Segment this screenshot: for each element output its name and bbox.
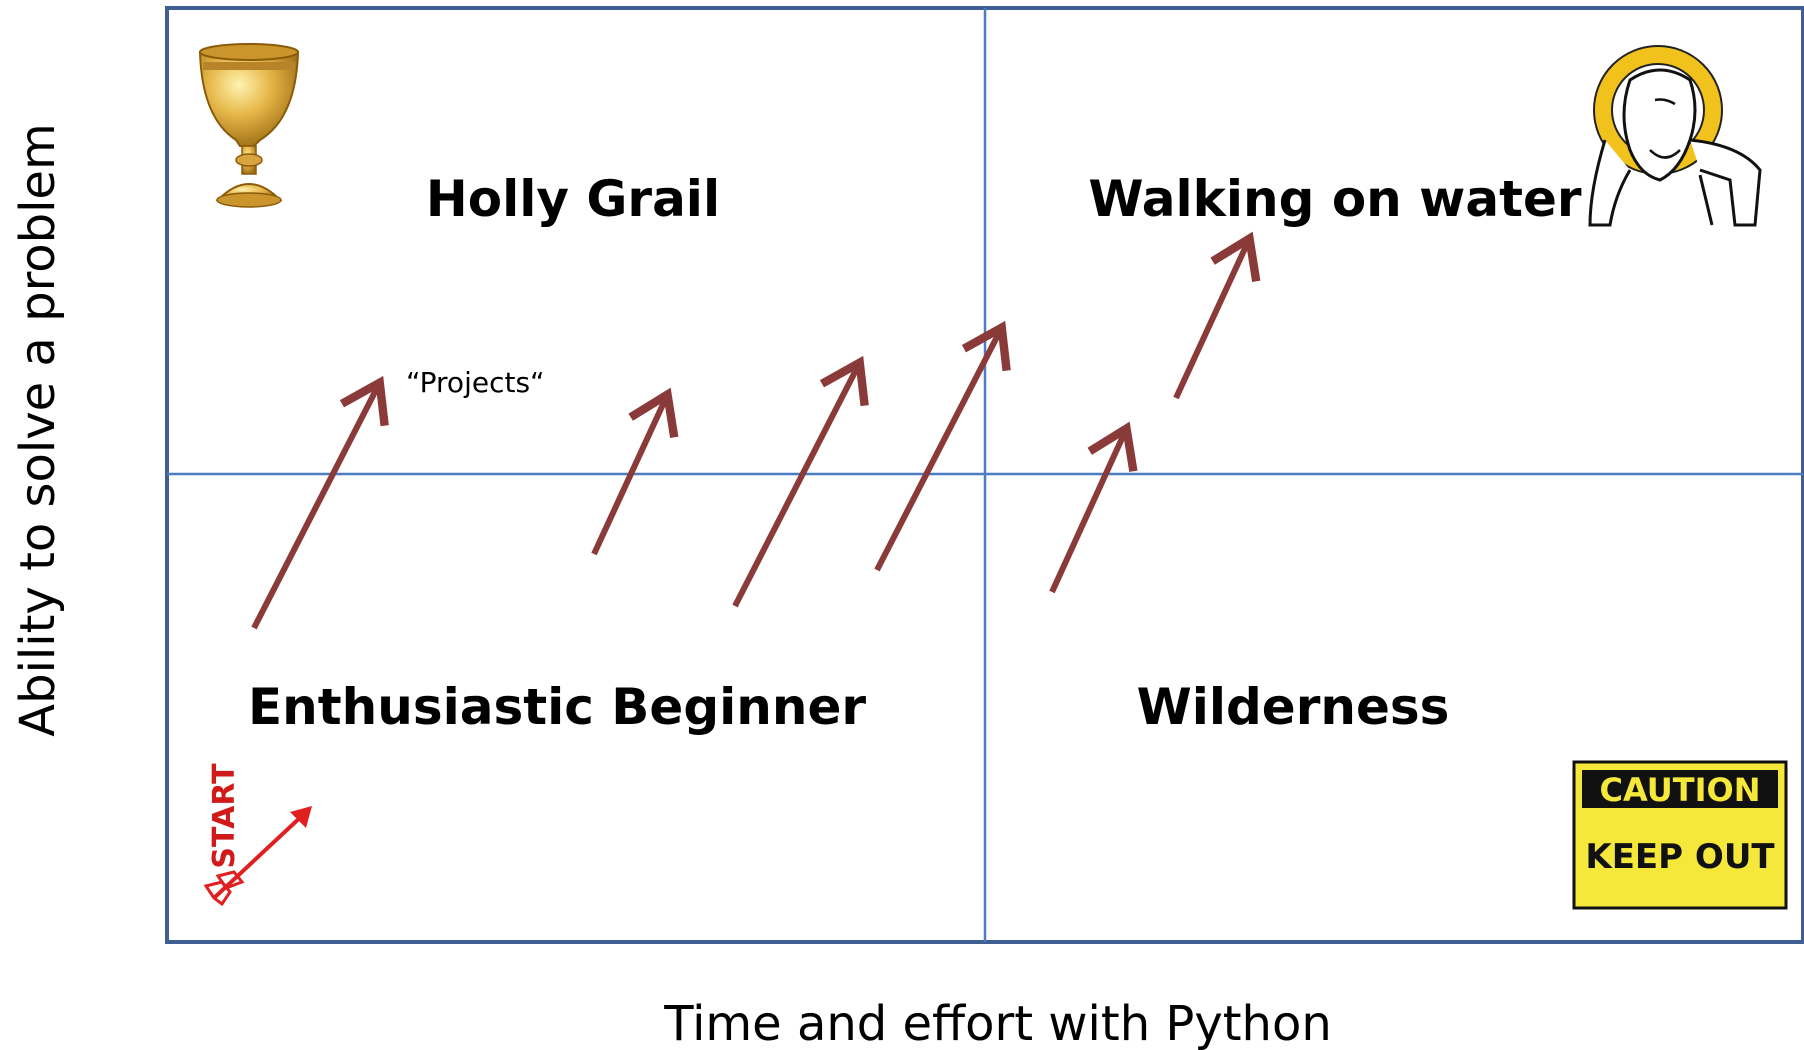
quadrant-label-bottom-left: Enthusiastic Beginner [248,678,866,736]
start-arrow-icon: START [203,763,312,907]
x-axis-label: Time and effort with Python [663,996,1332,1050]
caution-sign-line1: CAUTION [1600,771,1761,809]
progress-arrow [251,375,389,630]
progress-arrow [1173,231,1261,400]
progress-arrows [251,231,1261,630]
haloed-figure-icon [1588,45,1762,227]
caution-sign-icon: CAUTION KEEP OUT [1572,760,1788,910]
progress-arrow [591,387,679,556]
caution-sign-line2: KEEP OUT [1585,837,1775,877]
progress-arrow [1049,421,1138,594]
projects-label: “Projects“ [406,366,545,399]
holy-grail-chalice-icon [198,43,300,208]
quadrant-label-bottom-right: Wilderness [1137,678,1450,736]
progress-arrow [874,320,1011,572]
quadrant-label-top-left: Holly Grail [426,170,720,228]
progress-arrow [732,355,869,608]
start-label: START [207,763,242,869]
y-axis-label: Ability to solve a problem [10,123,66,736]
quadrant-label-top-right: Walking on water [1088,170,1582,228]
